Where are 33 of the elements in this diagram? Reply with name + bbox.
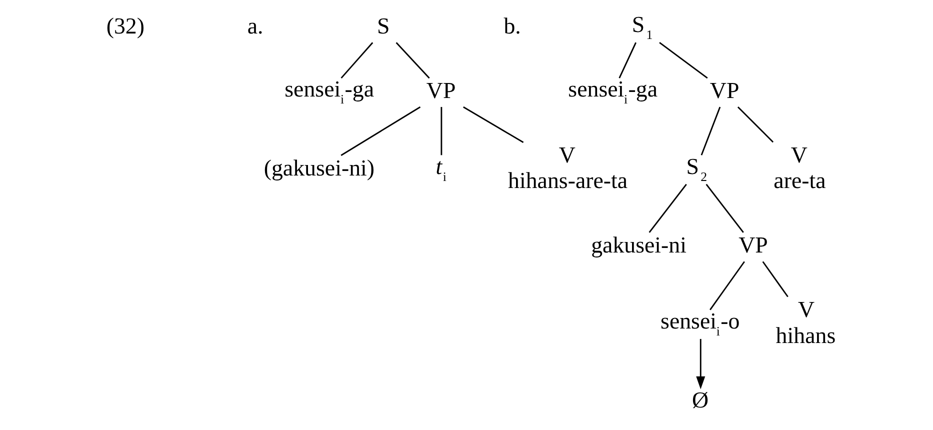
connector bbox=[340, 42, 374, 79]
label: (32) bbox=[106, 14, 145, 39]
connector bbox=[737, 106, 774, 143]
connector bbox=[710, 261, 745, 310]
node-text: V hihans-are-ta bbox=[508, 142, 628, 194]
node-text: V are-ta bbox=[774, 142, 826, 194]
node-text: sensei$_{i}$-o bbox=[660, 308, 740, 339]
label: a. bbox=[247, 14, 264, 39]
node-text: S$_{2}$ bbox=[686, 154, 708, 184]
connector bbox=[706, 184, 744, 233]
connector bbox=[396, 42, 430, 79]
connector bbox=[659, 42, 708, 79]
node-text: gakusei-ni bbox=[591, 232, 687, 258]
connector bbox=[762, 261, 788, 298]
node-text: (gakusei-ni) bbox=[264, 155, 375, 180]
node-text: VP bbox=[710, 78, 740, 104]
node-text: S$_{1}$ bbox=[632, 12, 653, 42]
connector bbox=[463, 106, 524, 143]
node-text: S bbox=[377, 14, 390, 39]
node-text: VP bbox=[738, 232, 768, 258]
node-text: VP bbox=[426, 78, 456, 104]
connector bbox=[618, 42, 636, 78]
node-text: t$_{i}$ bbox=[436, 154, 446, 184]
node-text: Ø bbox=[692, 387, 709, 412]
node-text: sensei$_{i}$-ga bbox=[284, 76, 374, 107]
connector bbox=[648, 184, 687, 233]
connector bbox=[700, 106, 721, 156]
node-text: sensei$_{i}$-ga bbox=[568, 76, 658, 107]
connector bbox=[340, 106, 421, 156]
connector bbox=[440, 106, 442, 156]
arrow bbox=[696, 338, 706, 390]
label: b. bbox=[504, 14, 521, 39]
node-text: V hihans bbox=[776, 297, 836, 348]
